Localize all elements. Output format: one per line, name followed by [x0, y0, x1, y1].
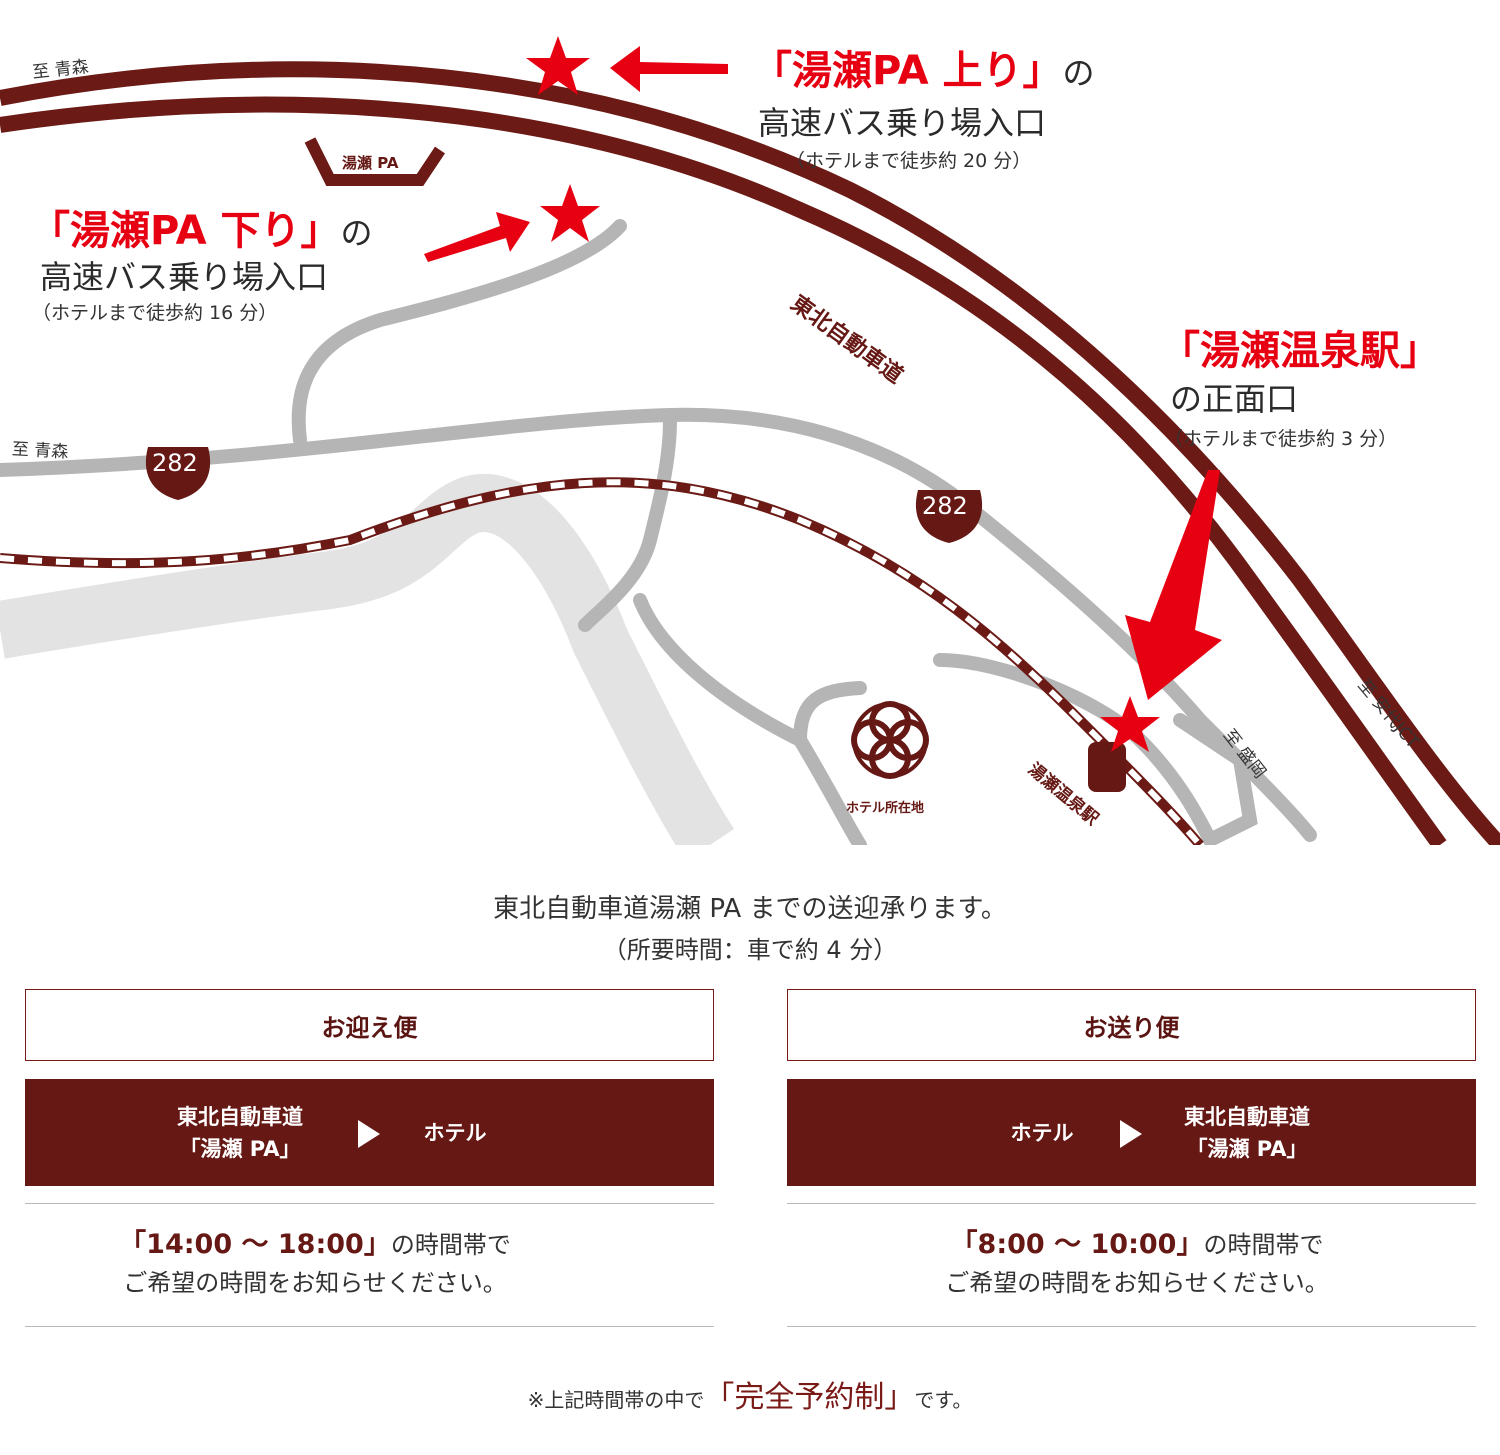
pickup-from-line2: 「湯瀬 PA」: [179, 1136, 301, 1161]
pickup-time-line2: ご希望の時間をお知らせください。: [123, 1269, 507, 1297]
yuze-pa-ramp: [304, 137, 445, 186]
route-282-marker-1: [145, 447, 211, 500]
footer-note: ※上記時間帯の中で「完全予約制」です。: [0, 1372, 1500, 1416]
pickup-time-suffix: の時間帯で: [390, 1231, 511, 1259]
route-282-label-2: 282: [922, 492, 968, 520]
dropoff-route-bar: ホテル 東北自動車道 「湯瀬 PA」: [787, 1079, 1476, 1186]
dropoff-arrow-icon: [1120, 1120, 1142, 1148]
dropoff-time-line2: ご希望の時間をお知らせください。: [945, 1269, 1329, 1297]
pickup-from: 東北自動車道 「湯瀬 PA」: [125, 1079, 355, 1186]
pa-up-title-suffix: の: [1062, 54, 1095, 92]
footer-suffix: です。: [914, 1388, 973, 1412]
dropoff-divider-bottom: [787, 1326, 1476, 1327]
arrow-pa-down: [424, 212, 530, 262]
pa-down-callout: 「湯瀬PA 下り」の: [30, 198, 373, 256]
station-line3: （ホテルまで徒歩約 3 分）: [1164, 428, 1398, 450]
pickup-to: ホテル: [405, 1079, 505, 1186]
pa-up-line2: 高速バス乗り場入口: [758, 104, 1047, 142]
pickup-route-bar: 東北自動車道 「湯瀬 PA」 ホテル: [25, 1079, 714, 1186]
pickup-arrow-icon: [358, 1120, 380, 1148]
footer-highlight: 「完全予約制」: [704, 1380, 915, 1415]
pa-down-line2: 高速バス乗り場入口: [40, 258, 329, 296]
river: [0, 474, 735, 845]
dropoff-divider-top: [787, 1203, 1476, 1204]
dropoff-from-label: ホテル: [1010, 1120, 1074, 1145]
pa-down-line3: （ホテルまで徒歩約 16 分）: [32, 302, 278, 324]
dropoff-to-line2: 「湯瀬 PA」: [1186, 1136, 1308, 1161]
route-282-marker-2: [915, 490, 983, 543]
pickup-to-label: ホテル: [423, 1120, 487, 1145]
star-station-icon: [1100, 696, 1160, 752]
pickup-time-range: 「14:00 ～ 18:00」: [119, 1229, 391, 1260]
yuze-pa-label: 湯瀬 PA: [342, 154, 399, 172]
pa-down-title: 「湯瀬PA 下り」: [30, 208, 341, 254]
dropoff-to: 東北自動車道 「湯瀬 PA」: [1132, 1079, 1362, 1186]
route-282-label-1: 282: [152, 449, 198, 477]
dropoff-time-range: 「8:00 ～ 10:00」: [950, 1229, 1204, 1260]
hotel-logo-icon: [851, 701, 929, 779]
pickup-title: お迎え便: [25, 989, 714, 1061]
intro-line1: 東北自動車道湯瀬 PA までの送迎承ります。: [493, 894, 1007, 924]
pa-up-title: 「湯瀬PA 上り」: [752, 48, 1063, 94]
tohoku-expressway: [0, 61, 1500, 845]
dropoff-time-suffix: の時間帯で: [1203, 1231, 1324, 1259]
pickup-divider-top: [25, 1203, 714, 1204]
dropoff-from: ホテル: [987, 1079, 1097, 1186]
arrow-pa-up: [610, 46, 728, 92]
star-pa-up-icon: [526, 36, 590, 95]
intro-line2: （所要時間：車で約 4 分）: [602, 936, 898, 964]
pickup-time-text: 「14:00 ～ 18:00」の時間帯で ご希望の時間をお知らせください。: [25, 1226, 605, 1302]
pa-down-title-suffix: の: [340, 214, 373, 252]
dropoff-time-text: 「8:00 ～ 10:00」の時間帯で ご希望の時間をお知らせください。: [787, 1226, 1487, 1302]
dropoff-title: お送り便: [787, 989, 1476, 1061]
pa-up-callout: 「湯瀬PA 上り」の: [752, 38, 1095, 96]
dropoff-to-line1: 東北自動車道: [1184, 1104, 1310, 1129]
pa-up-line3: （ホテルまで徒歩約 20 分）: [786, 150, 1032, 172]
access-map: [0, 36, 1500, 845]
station-building: [1088, 742, 1126, 792]
footer-prefix: ※上記時間帯の中で: [527, 1388, 705, 1412]
hotel-location-label: ホテル所在地: [846, 801, 925, 816]
pickup-from-line1: 東北自動車道: [177, 1104, 303, 1129]
station-title: 「湯瀬温泉駅」: [1160, 328, 1440, 374]
station-line2: の正面口: [1170, 380, 1299, 418]
pickup-divider-bottom: [25, 1326, 714, 1327]
to-aomori-mid-label: 至 青森: [11, 439, 69, 463]
arrow-station: [1125, 470, 1222, 700]
star-pa-down-icon: [540, 184, 600, 242]
